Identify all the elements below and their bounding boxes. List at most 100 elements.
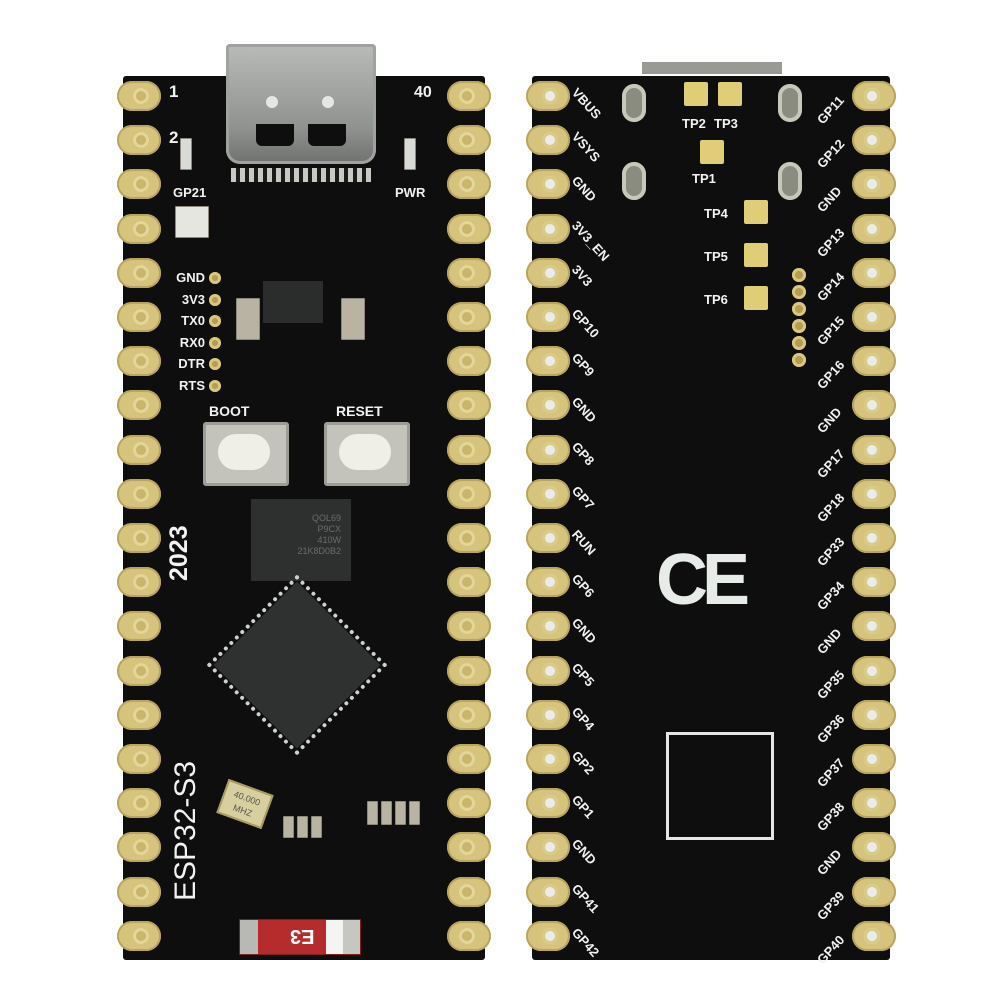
pin-hole: [133, 574, 149, 591]
pin-hole: [542, 397, 558, 414]
pin-pad: [852, 523, 896, 553]
pin-pad: [852, 655, 896, 686]
back-pin-label: GND: [568, 173, 600, 205]
polyfuse: E3: [239, 919, 361, 955]
pin-pad: [447, 257, 491, 288]
pin-pad: [117, 744, 161, 774]
pin-pad: [526, 213, 570, 244]
pin-pad: [447, 169, 491, 200]
back-pin-label: GND: [568, 394, 600, 426]
pin-hole: [542, 88, 558, 104]
silkscreen-square-outline: [666, 732, 774, 840]
pin-pad: [447, 788, 491, 819]
pin-pad: [526, 567, 570, 598]
back-pin-label: GP17: [814, 445, 848, 481]
pin-pad: [447, 744, 491, 774]
pin-pad: [447, 876, 491, 907]
pin-pad: [526, 390, 570, 421]
capacitor: [341, 298, 365, 340]
pin-hole: [133, 883, 149, 900]
fuse-end-cap: [240, 920, 258, 954]
usb-shield-tab: [778, 84, 802, 122]
test-point-tp6: [744, 286, 768, 310]
pin-hole: [459, 485, 475, 502]
boot-label: BOOT: [209, 403, 250, 419]
pin-hole: [864, 662, 880, 679]
gp21-label: GP21: [173, 185, 207, 200]
back-pin-label: GND: [568, 836, 600, 868]
pin-pad: [447, 832, 491, 863]
usb-c-connector-edge: [642, 62, 782, 74]
capacitor: [236, 298, 260, 340]
reset-button-cap[interactable]: [339, 434, 391, 470]
pin-pad: [117, 257, 161, 288]
pin-hole: [459, 530, 475, 546]
pin-hole: [133, 839, 149, 856]
back-pin-label: RUN: [568, 527, 599, 558]
pin-hole: [542, 574, 558, 591]
uart-pin-label: 3V3: [181, 291, 205, 307]
pin-hole: [133, 309, 149, 325]
pin-hole: [542, 795, 558, 812]
back-pin-label: GP38: [814, 799, 848, 835]
pin-pad: [852, 832, 896, 863]
back-pin-label: 3V3_EN: [568, 217, 613, 264]
back-pin-label: GP37: [814, 755, 848, 791]
pin-hole: [459, 839, 475, 856]
pin-hole: [864, 751, 880, 767]
pin-hole: [459, 441, 475, 458]
back-pin-label: GP33: [814, 534, 848, 570]
pin-pad: [852, 788, 896, 819]
pin-pad: [852, 611, 896, 642]
boot-button[interactable]: [203, 422, 289, 486]
voltage-regulator: [263, 281, 323, 323]
pin-pad: [526, 302, 570, 332]
pin-hole: [864, 132, 880, 149]
pin-pad: [526, 655, 570, 686]
pin-hole: [864, 176, 880, 193]
pin-hole: [864, 706, 880, 723]
pin-pad: [117, 302, 161, 332]
pin-hole: [133, 530, 149, 546]
pin-pad: [852, 920, 896, 951]
back-pin-label: GP4: [568, 703, 598, 734]
pin-hole: [542, 530, 558, 546]
pin-hole: [459, 353, 475, 370]
pin-pad: [852, 876, 896, 907]
pin-pad: [117, 876, 161, 907]
pin-pad: [526, 744, 570, 774]
pin-pad: [117, 434, 161, 465]
capacitor: [367, 801, 378, 825]
pin-hole: [542, 441, 558, 458]
back-pin-label: GP16: [814, 357, 848, 393]
pin-pad: [526, 81, 570, 111]
pin-hole: [459, 662, 475, 679]
pin-hole: [542, 927, 558, 944]
pin-pad: [447, 920, 491, 951]
test-point-tp4: [744, 200, 768, 224]
pin-pad: [852, 125, 896, 156]
pin-hole: [864, 353, 880, 370]
pin-hole: [864, 530, 880, 546]
pin-hole: [542, 883, 558, 900]
pin-pad: [852, 257, 896, 288]
reset-button[interactable]: [324, 422, 410, 486]
pin-pad: [852, 302, 896, 332]
tp3-label: TP3: [714, 116, 738, 131]
pin-hole: [459, 574, 475, 591]
uart-pin-label: TX0: [181, 313, 205, 328]
back-pin-label: GND: [814, 846, 845, 879]
header-hole: [792, 336, 806, 350]
uart-pin-label: RTS: [179, 377, 205, 393]
pin-hole: [459, 706, 475, 723]
pin-pad: [852, 699, 896, 730]
back-pin-label: GP10: [568, 306, 603, 341]
boot-button-cap[interactable]: [218, 434, 270, 470]
pin-pad: [117, 390, 161, 421]
capacitor: [297, 816, 308, 838]
pin-pad: [852, 478, 896, 509]
pin-pad: [117, 567, 161, 598]
pin-pad: [117, 788, 161, 819]
pin-pad: [117, 699, 161, 730]
pin-pad: [117, 346, 161, 377]
